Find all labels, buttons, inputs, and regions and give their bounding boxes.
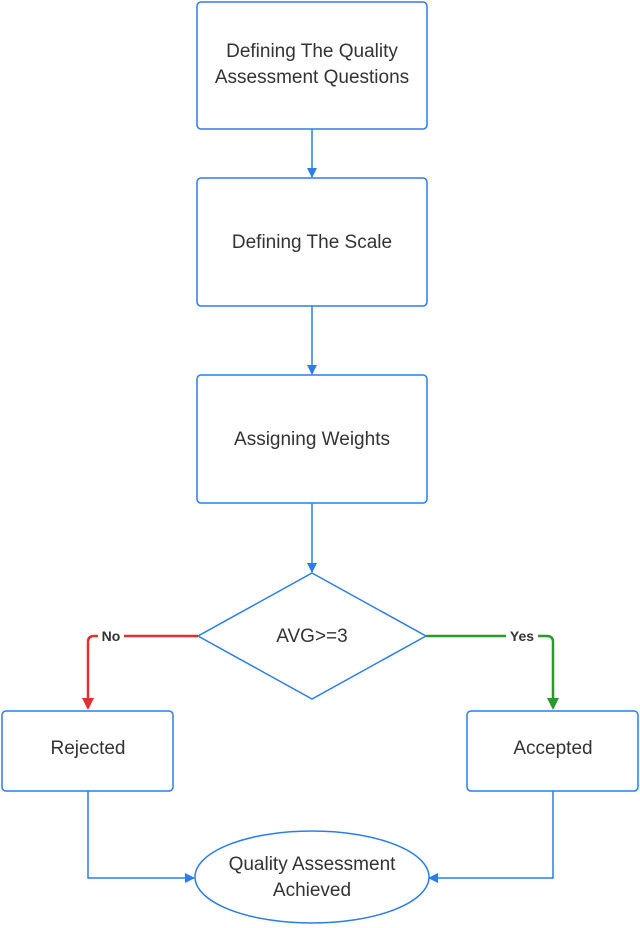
decision-diamond bbox=[196, 572, 428, 700]
no-label: No bbox=[102, 628, 121, 644]
assign-weights-label: Assigning Weights bbox=[234, 429, 390, 450]
achieved-label-line1: Quality Assessment bbox=[229, 854, 397, 875]
define-questions-label-line2: Assessment Questions bbox=[215, 67, 409, 88]
define-questions-label-line1: Defining The Quality bbox=[226, 41, 398, 62]
achieved-ellipse bbox=[194, 830, 430, 924]
decision-label: AVG>=3 bbox=[276, 626, 347, 647]
yes-label: Yes bbox=[510, 628, 534, 644]
no-branch-connector bbox=[82, 634, 198, 710]
arrow-accepted-to-achieved bbox=[428, 791, 554, 883]
no-label-background bbox=[98, 627, 124, 645]
accepted-label: Accepted bbox=[513, 738, 592, 759]
arrow-rejected-to-achieved bbox=[87, 791, 195, 883]
yes-branch-connector bbox=[426, 634, 559, 710]
define-scale-label: Defining The Scale bbox=[232, 232, 392, 253]
yes-label-background bbox=[506, 627, 538, 645]
define-questions-box bbox=[196, 1, 428, 130]
achieved-label-line2: Achieved bbox=[273, 880, 351, 901]
rejected-label: Rejected bbox=[51, 738, 126, 759]
